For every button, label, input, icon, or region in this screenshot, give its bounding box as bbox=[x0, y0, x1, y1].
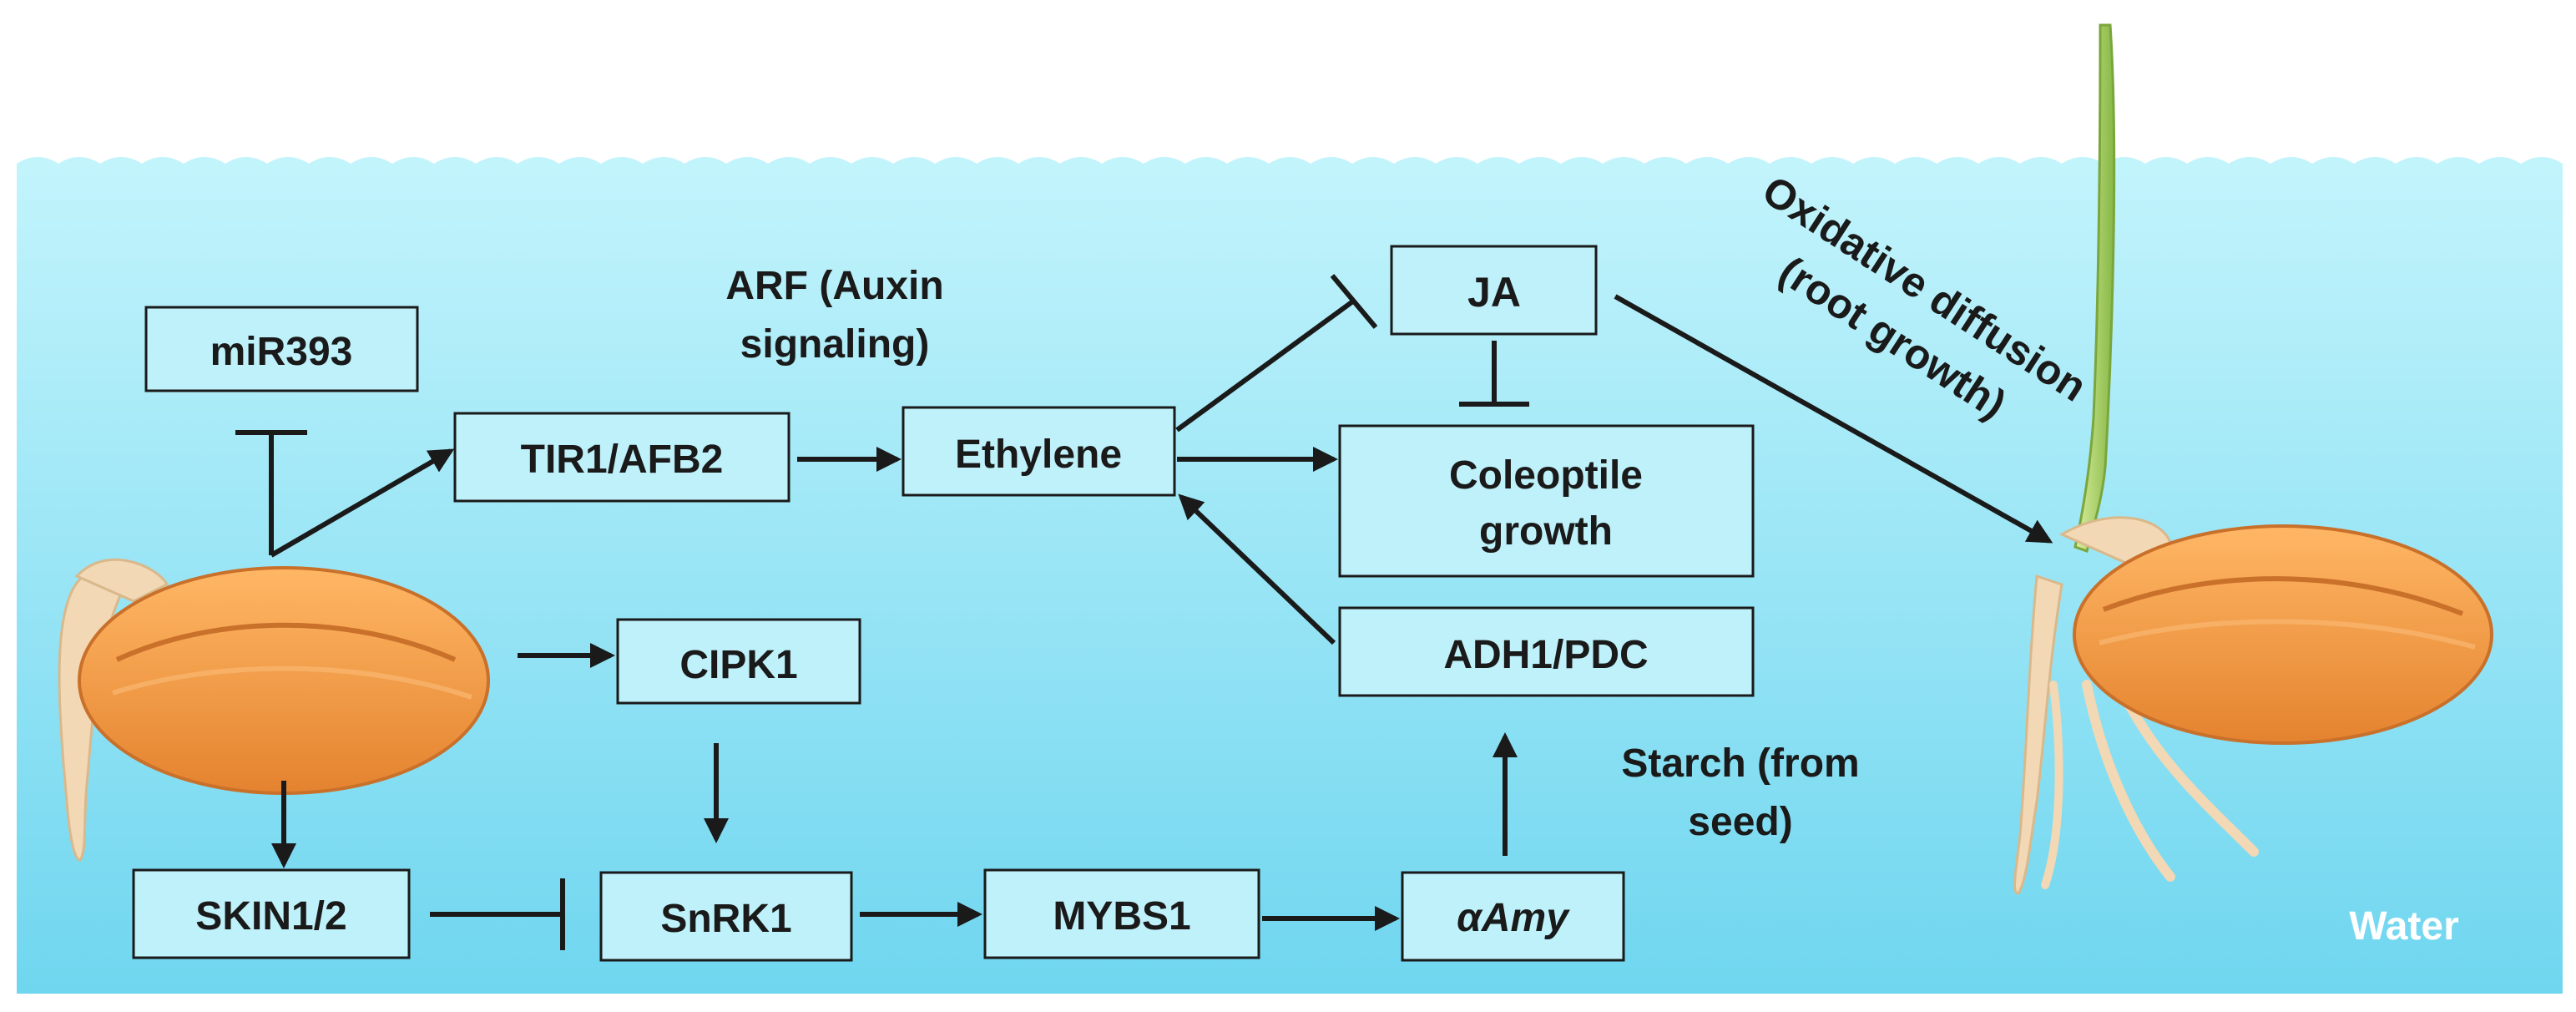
right-seedling-icon bbox=[2013, 23, 2493, 895]
node-ethylene: Ethylene bbox=[902, 406, 1176, 497]
node-mybs1-label: MYBS1 bbox=[1053, 894, 1190, 939]
node-skin1-2: SKIN1/2 bbox=[132, 868, 411, 959]
arf-label-line2: signaling) bbox=[740, 322, 930, 367]
edge-skin-inhibits-snrk1 bbox=[430, 878, 565, 950]
node-coleoptile-growth: Coleoptile growth bbox=[1338, 424, 1755, 578]
node-alpha-amy-label: αAmy bbox=[1457, 896, 1570, 940]
node-ja-label: JA bbox=[1467, 269, 1521, 316]
edge-mir393-inhibits-tir1 bbox=[235, 430, 307, 555]
arf-label-line1: ARF (Auxin bbox=[725, 264, 943, 308]
node-ja: JA bbox=[1390, 245, 1598, 336]
water-background bbox=[17, 157, 2563, 994]
node-adh1-pdc-label: ADH1/PDC bbox=[1443, 633, 1648, 677]
edge-ethylene-inhibits-ja bbox=[1175, 274, 1378, 433]
node-mybs1: MYBS1 bbox=[983, 868, 1260, 959]
starch-label-line2: seed) bbox=[1688, 800, 1792, 844]
left-seed-icon bbox=[58, 558, 490, 862]
node-coleoptile-label-1: Coleoptile bbox=[1449, 453, 1643, 498]
node-adh1-pdc: ADH1/PDC bbox=[1338, 606, 1755, 697]
edge-ja-to-seedling bbox=[1614, 294, 2053, 544]
node-cipk1-label: CIPK1 bbox=[679, 643, 797, 687]
edge-ja-inhibits-coleoptile bbox=[1459, 341, 1529, 407]
water-label: Water bbox=[2349, 904, 2459, 949]
node-snrk1: SnRK1 bbox=[599, 871, 853, 962]
node-snrk1-label: SnRK1 bbox=[660, 897, 791, 941]
node-tir1-afb2-label: TIR1/AFB2 bbox=[521, 438, 724, 482]
node-ethylene-label: Ethylene bbox=[955, 433, 1122, 477]
node-mir393-label: miR393 bbox=[210, 330, 353, 374]
node-mir393: miR393 bbox=[144, 306, 419, 392]
node-skin1-2-label: SKIN1/2 bbox=[195, 894, 346, 939]
starch-label-line1: Starch (from bbox=[1621, 741, 1859, 786]
node-cipk1: CIPK1 bbox=[616, 618, 861, 705]
node-coleoptile-label-2: growth bbox=[1479, 509, 1613, 554]
node-tir1-afb2: TIR1/AFB2 bbox=[453, 412, 790, 503]
edge-adh1-to-ethylene bbox=[1178, 493, 1336, 645]
edge-seed-to-tir1 bbox=[270, 448, 455, 558]
node-alpha-amy: αAmy bbox=[1401, 871, 1625, 962]
